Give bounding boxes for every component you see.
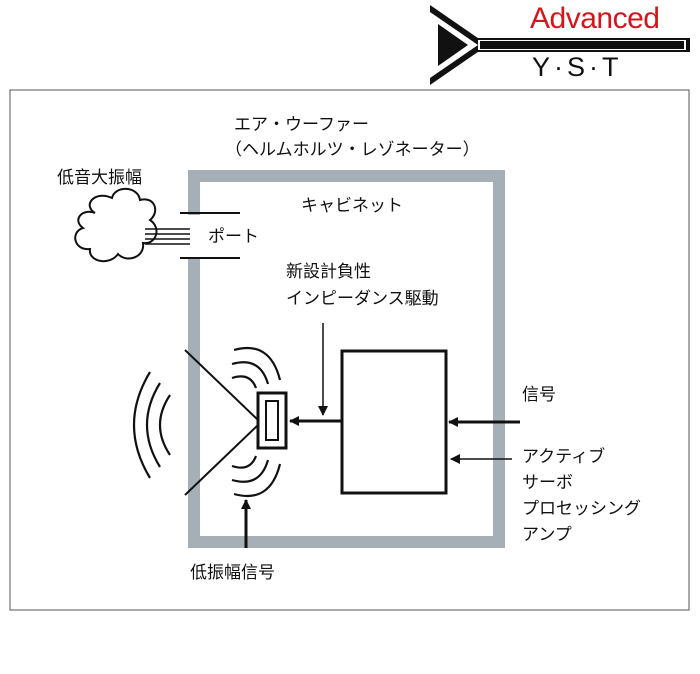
amplifier-box (340, 349, 448, 495)
label-cabinet: キャビネット (301, 196, 403, 216)
label-helmholtz: （ヘルムホルツ・レゾネーター） (225, 140, 480, 160)
logo-text-advanced: Advanced (530, 2, 660, 35)
logo-text-yst: Y·S·T (532, 52, 623, 82)
cabinet-walls (188, 170, 505, 548)
port-airflow-lines (145, 228, 190, 245)
label-low-freq-large-amplitude: 低音大振幅 (57, 168, 142, 188)
outer-frame (9, 89, 690, 611)
speaker-cone (184, 349, 259, 496)
driver-coil-inner (265, 400, 279, 441)
label-air-woofer: エア・ウーファー (234, 115, 369, 135)
sound-waves-rear-bottom (231, 455, 282, 498)
label-active-1: アクティブ (522, 447, 606, 467)
sound-waves-front (133, 371, 171, 479)
label-new-design-2: インピーダンス駆動 (286, 289, 439, 309)
label-active-4: アンプ (522, 525, 572, 545)
label-port: ポート (208, 227, 259, 247)
logo-emblem (430, 5, 690, 85)
label-active-2: サーボ (522, 473, 573, 493)
sound-waves-rear-top (231, 346, 282, 389)
cloud-icon (74, 187, 158, 263)
label-active-3: プロセッシング (522, 499, 641, 519)
label-low-amplitude-signal: 低振幅信号 (190, 563, 275, 583)
label-new-design-1: 新設計負性 (286, 262, 371, 282)
label-signal: 信号 (522, 385, 556, 405)
port-tube (180, 212, 240, 259)
